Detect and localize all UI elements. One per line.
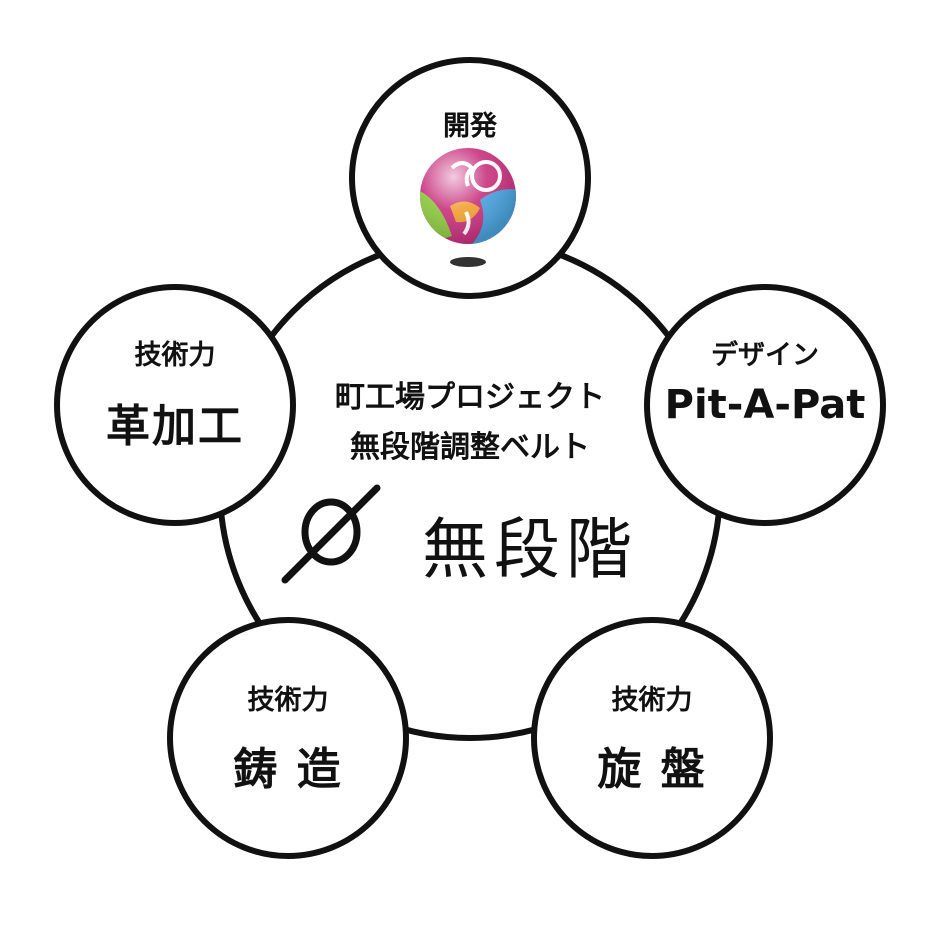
node-bottom-left-caption: 技術力: [247, 685, 329, 716]
hub-line-2: 無段階調整ベルト: [350, 430, 590, 465]
empty-set-icon: [281, 484, 381, 584]
node-right-title: Pit-A-Pat: [664, 382, 866, 428]
node-bottom-right-circle: [531, 617, 773, 859]
node-right-caption: デザイン: [711, 340, 819, 371]
node-bottom-right-title: 旋 盤: [597, 744, 707, 795]
node-left-title: 革加工: [106, 401, 244, 452]
node-left-circle: [54, 284, 296, 526]
node-right-circle: [644, 284, 886, 526]
node-bottom-left-title: 鋳 造: [233, 744, 343, 795]
node-top-label: 開発: [443, 111, 497, 142]
node-bottom-right-caption: 技術力: [611, 685, 693, 716]
node-bottom-left-circle: [167, 617, 409, 859]
hub-line-1: 町工場プロジェクト: [335, 380, 605, 415]
node-left-caption: 技術力: [134, 340, 216, 371]
brand-text: 無段階: [422, 511, 638, 588]
